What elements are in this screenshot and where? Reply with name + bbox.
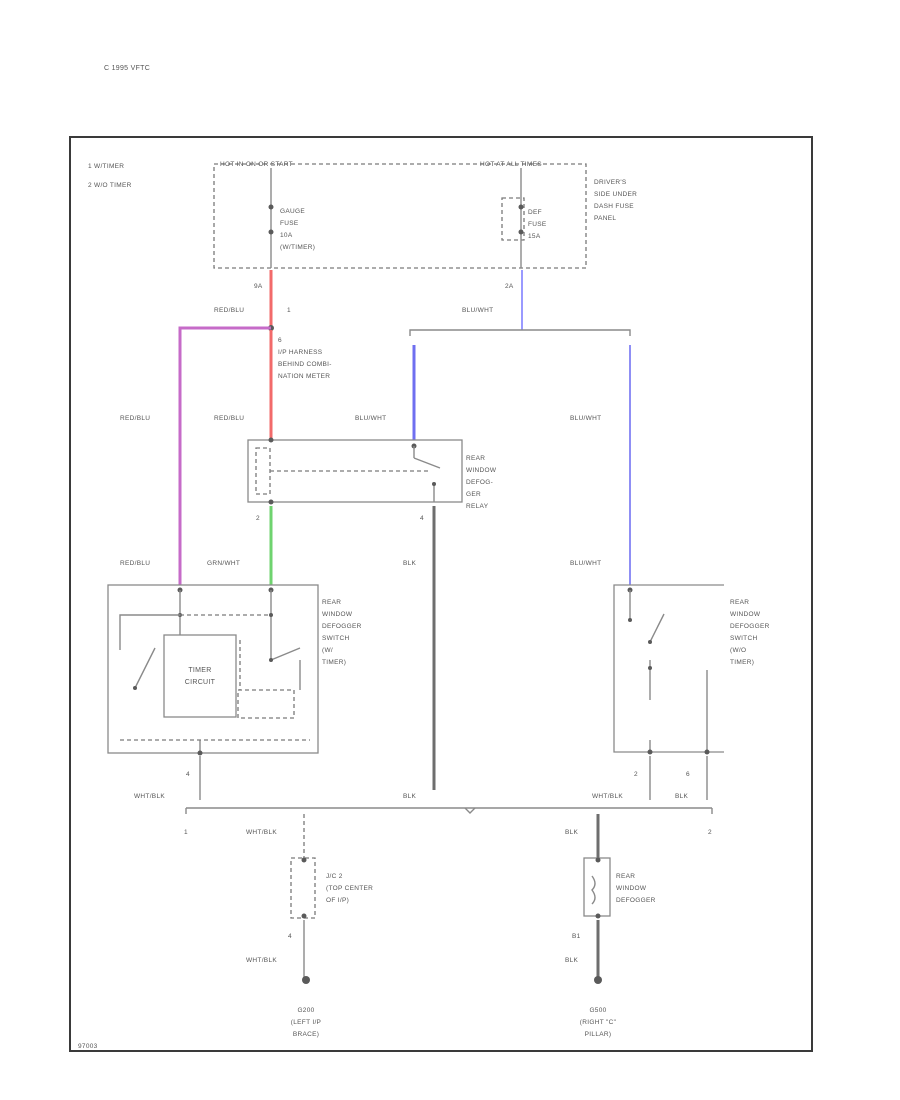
bus-tag-2: 2 — [708, 829, 712, 836]
wire-label-blu-wht-top: BLU/WHT — [462, 307, 493, 314]
defogger-label-1: REAR — [616, 873, 635, 880]
connector-text-1: I/P HARNESS — [278, 349, 323, 356]
def-fuse-line-3: 15A — [528, 233, 541, 240]
relay-label-2: WINDOW — [466, 467, 497, 474]
junction-label-2: (TOP CENTER — [326, 885, 373, 892]
def-fuse-line-2: FUSE — [528, 221, 547, 228]
ground-right-line-1: G500 — [589, 1007, 606, 1014]
ground-left-line-1: G200 — [297, 1007, 314, 1014]
rear-window-defogger: REAR WINDOW DEFOGGER B1 — [572, 857, 656, 940]
switch-timer-label-5: (W/ — [322, 647, 333, 654]
switch-timer-label-1: REAR — [322, 599, 341, 606]
wire-label-blu-wht-low: BLU/WHT — [570, 560, 601, 567]
hot-at-all-times-label: HOT AT ALL TIMES — [480, 161, 542, 168]
gauge-fuse-line-1: GAUGE — [280, 208, 305, 215]
legend-item-2: 2 W/O TIMER — [88, 182, 132, 189]
switch-timer-label-2: WINDOW — [322, 611, 353, 618]
panel-note-line-2: SIDE UNDER — [594, 191, 637, 198]
connector-pin-1: 1 — [287, 307, 291, 314]
switch-timer-label-6: TIMER) — [322, 659, 346, 666]
junction-pin: 4 — [288, 933, 292, 940]
switch-no-timer-label-4: SWITCH — [730, 635, 757, 642]
def-fuse-line-1: DEF — [528, 209, 542, 216]
footer-code: 97003 — [78, 1043, 98, 1050]
hot-in-on-label: HOT IN ON OR START — [220, 161, 293, 168]
ground-left-line-2: (LEFT I/P — [291, 1019, 321, 1026]
diagram-frame — [69, 136, 813, 1052]
relay-pin-2: 2 — [256, 515, 260, 522]
timer-circuit-line-2: CIRCUIT — [185, 679, 216, 686]
defogger-label-2: WINDOW — [616, 885, 647, 892]
relay-label-5: RELAY — [466, 503, 489, 510]
wire-label-red-blu-low: RED/BLU — [120, 560, 150, 567]
wire-label-grn-wht: GRN/WHT — [207, 560, 240, 567]
wire-label-blk-def: BLK — [565, 829, 579, 836]
switch-no-timer-label-3: DEFOGGER — [730, 623, 770, 630]
ground-right-line-2: (RIGHT "C" — [580, 1019, 617, 1026]
junction-block: J/C 2 (TOP CENTER OF I/P) 4 — [288, 857, 373, 940]
defogger-switch-without-timer: REAR WINDOW DEFOGGER SWITCH (W/O TIMER) … — [613, 584, 770, 778]
switch-timer-label-4: SWITCH — [322, 635, 349, 642]
gauge-fuse-line-2: FUSE — [280, 220, 299, 227]
blue-split-bar — [409, 329, 631, 336]
ground-g500-icon — [594, 976, 602, 984]
junction-label-1: J/C 2 — [326, 873, 343, 880]
relay-label-1: REAR — [466, 455, 485, 462]
switch-timer-label-3: DEFOGGER — [322, 623, 362, 630]
switch-no-timer-label-6: TIMER) — [730, 659, 754, 666]
wire-pink — [178, 326, 271, 585]
panel-note-line-1: DRIVER'S — [594, 179, 627, 186]
switch-timer-pin: 4 — [186, 771, 190, 778]
panel-note-line-3: DASH FUSE — [594, 203, 634, 210]
wire-label-blk-right: BLK — [675, 793, 689, 800]
switch-no-timer-label-5: (W/O — [730, 647, 746, 654]
gauge-fuse-line-4: (W/TIMER) — [280, 244, 315, 251]
gauge-fuse-line-3: 10A — [280, 232, 293, 239]
wire-label-wht-blk-left: WHT/BLK — [134, 793, 165, 800]
wire-label-blu-wht-right: BLU/WHT — [570, 415, 601, 422]
ground-left-line-3: BRACE) — [293, 1031, 319, 1038]
switch-no-timer-label-1: REAR — [730, 599, 749, 606]
wire-label-wht-blk-g: WHT/BLK — [246, 957, 277, 964]
defogger-label-3: DEFOGGER — [616, 897, 656, 904]
junction-label-3: OF I/P) — [326, 897, 349, 904]
fuse-pin-right: 2A — [505, 283, 514, 290]
switch-no-timer-label-2: WINDOW — [730, 611, 761, 618]
wire-label-red-blu-top: RED/BLU — [214, 307, 244, 314]
wire-label-red-blu-left: RED/BLU — [120, 415, 150, 422]
connector-text-2: BEHIND COMBI- — [278, 361, 332, 368]
wire-label-blk-mid: BLK — [403, 560, 417, 567]
ground-right-line-3: PILLAR) — [585, 1031, 612, 1038]
switch-no-timer-pin-6: 6 — [686, 771, 690, 778]
relay-pin-4: 4 — [420, 515, 424, 522]
ground-g200-icon — [302, 976, 310, 984]
legend-item-1: 1 W/TIMER — [88, 163, 124, 170]
defogger-relay: REAR WINDOW DEFOG- GER RELAY 2 4 — [247, 437, 497, 522]
switch-no-timer-pin-2: 2 — [634, 771, 638, 778]
timer-circuit-line-1: TIMER — [188, 667, 211, 674]
header-label: C 1995 VFTC — [104, 65, 150, 72]
connector-pin-6: 6 — [278, 337, 282, 344]
wire-label-wht-blk-jc: WHT/BLK — [246, 829, 277, 836]
fuse-box: HOT IN ON OR START HOT AT ALL TIMES GAUG… — [213, 161, 637, 290]
panel-note-line-4: PANEL — [594, 215, 616, 222]
connector-text-3: NATION METER — [278, 373, 330, 380]
defogger-switch-with-timer: TIMER CIRCUIT REAR WINDOW DEFOGGER SWITC… — [107, 584, 362, 778]
relay-label-4: GER — [466, 491, 481, 498]
wire-label-blk-bus: BLK — [403, 793, 417, 800]
wire-label-blu-wht-mid: BLU/WHT — [355, 415, 386, 422]
wire-label-red-blu-mid: RED/BLU — [214, 415, 244, 422]
wire-label-wht-blk-right: WHT/BLK — [592, 793, 623, 800]
bus-tag-1: 1 — [184, 829, 188, 836]
defogger-pin: B1 — [572, 933, 581, 940]
ground-bus: 1 2 — [184, 807, 713, 836]
wire-label-blk-g: BLK — [565, 957, 579, 964]
relay-label-3: DEFOG- — [466, 479, 493, 486]
fuse-pin-left: 9A — [254, 283, 263, 290]
